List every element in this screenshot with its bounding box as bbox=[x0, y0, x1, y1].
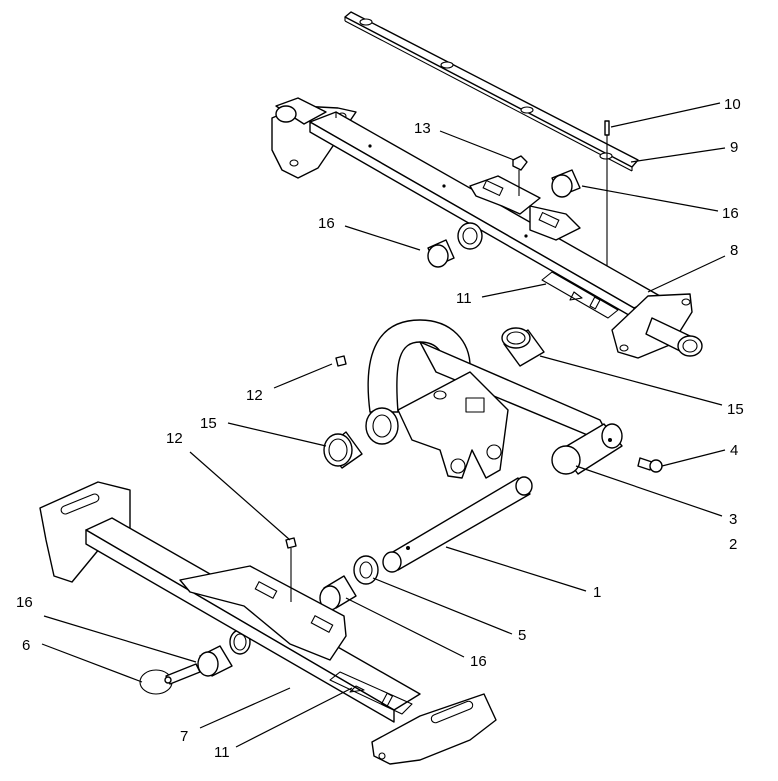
callout-11: 11 bbox=[456, 290, 472, 307]
callout-16: 16 bbox=[318, 215, 335, 232]
leader-lines bbox=[41, 102, 726, 748]
callout-13: 13 bbox=[414, 120, 431, 137]
part-3-yoke bbox=[365, 319, 623, 479]
callout-10: 10 bbox=[724, 96, 741, 113]
callout-11: 11 bbox=[214, 744, 230, 761]
part-6-lynch-pin bbox=[139, 663, 201, 695]
callout-6: 6 bbox=[22, 637, 30, 654]
callout-1: 1 bbox=[593, 584, 601, 601]
callout-4: 4 bbox=[730, 442, 738, 459]
callout-16: 16 bbox=[470, 653, 487, 670]
part-16-upper-bushings bbox=[427, 169, 581, 268]
callout-labels: 10 9 13 16 16 8 11 12 15 15 12 4 3 2 1 1… bbox=[16, 96, 744, 761]
part-9-flat-bar bbox=[344, 11, 639, 172]
callout-2: 2 bbox=[729, 536, 737, 553]
callout-16: 16 bbox=[16, 594, 33, 611]
part-12-upper-fitting bbox=[335, 355, 347, 367]
callout-12: 12 bbox=[246, 387, 263, 404]
callout-9: 9 bbox=[730, 139, 738, 156]
callout-8: 8 bbox=[730, 242, 738, 259]
callout-5: 5 bbox=[518, 627, 526, 644]
part-4-bolt bbox=[637, 457, 663, 473]
callout-12: 12 bbox=[166, 430, 183, 447]
part-16-lower-bushings bbox=[197, 575, 357, 677]
part-10-pin bbox=[604, 120, 610, 280]
part-7-lower-frame bbox=[39, 481, 497, 765]
callout-3: 3 bbox=[729, 511, 737, 528]
part-13-grease-fitting bbox=[512, 155, 528, 196]
callout-15: 15 bbox=[200, 415, 217, 432]
part-5-washer bbox=[353, 555, 379, 585]
callout-7: 7 bbox=[180, 728, 188, 745]
callout-16: 16 bbox=[722, 205, 739, 222]
part-15-bushings bbox=[323, 327, 545, 469]
part-8-upper-frame bbox=[271, 97, 703, 359]
part-1-shaft bbox=[382, 476, 533, 573]
callout-15: 15 bbox=[727, 401, 744, 418]
